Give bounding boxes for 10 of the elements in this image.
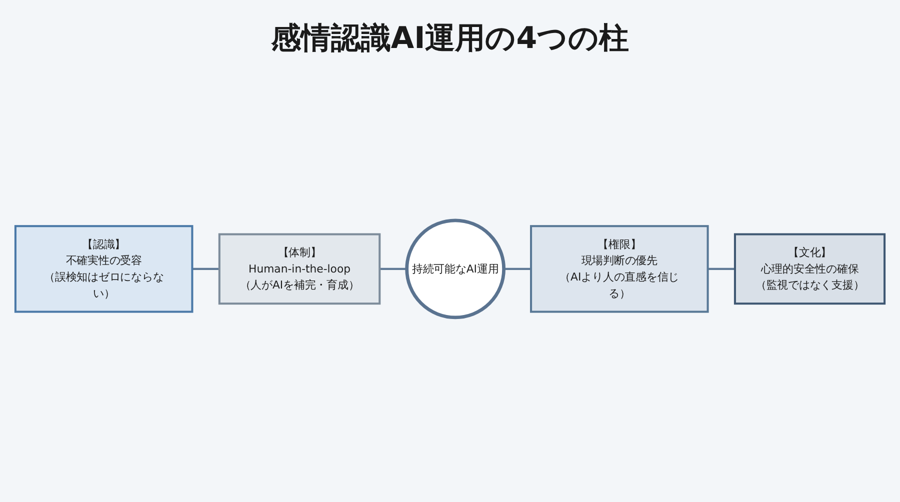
node-circle: 持続可能なAI運用 xyxy=(405,218,506,320)
node-box: 【文化】 心理的安全性の確保 （監視ではなく支援） xyxy=(734,233,886,305)
connector xyxy=(380,268,407,270)
node-box: 【体制】 Human-in-the-loop （人がAIを補完・育成） xyxy=(218,233,381,305)
node-box: 【認識】 不確実性の受容 （誤検知はゼロにならない） xyxy=(14,225,194,313)
connector xyxy=(504,268,532,270)
connector xyxy=(708,268,735,270)
title: 感情認識AI運用の4つの柱 xyxy=(270,20,630,58)
connector xyxy=(192,268,220,270)
node-box: 【権限】 現場判断の優先 （AIより人の直感を信じる） xyxy=(530,225,709,313)
